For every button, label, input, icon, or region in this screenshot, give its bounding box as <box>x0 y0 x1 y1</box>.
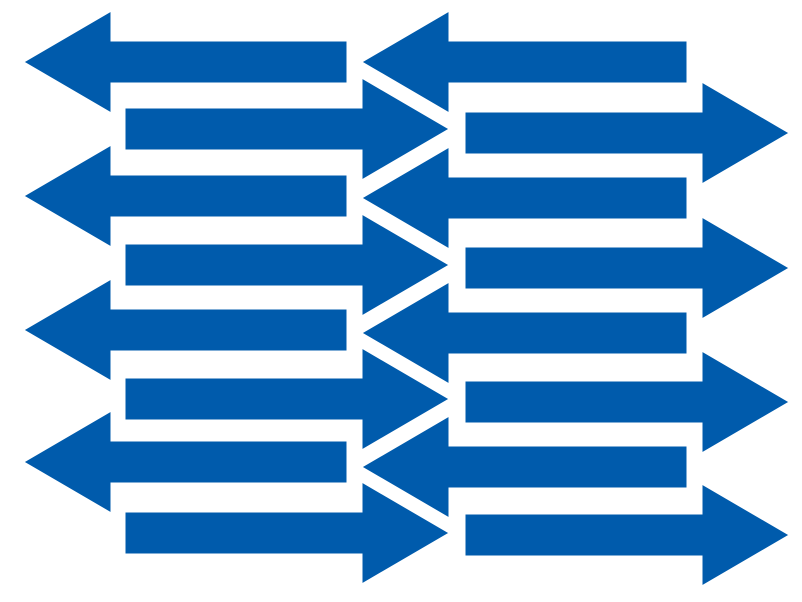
arrow-right-icon-4 <box>458 70 802 196</box>
arrow-left-icon-9 <box>11 267 354 393</box>
arrow-right-icon-11 <box>118 336 462 462</box>
arrow-right-icon-16 <box>458 472 802 598</box>
arrow-left-icon-5 <box>11 133 354 259</box>
arrow-left-icon-2 <box>349 0 694 125</box>
arrow-left-icon-10 <box>349 270 694 396</box>
arrow-right-icon-12 <box>458 339 802 465</box>
arrow-left-icon-6 <box>349 135 694 261</box>
arrow-right-icon-7 <box>118 202 462 328</box>
arrow-right-icon-8 <box>458 205 802 331</box>
arrow-left-icon-13 <box>11 399 354 525</box>
arrow-right-icon-3 <box>118 66 462 192</box>
arrow-left-icon-14 <box>349 404 694 530</box>
arrow-left-icon-1 <box>11 0 354 125</box>
arrow-right-icon-15 <box>118 470 462 596</box>
